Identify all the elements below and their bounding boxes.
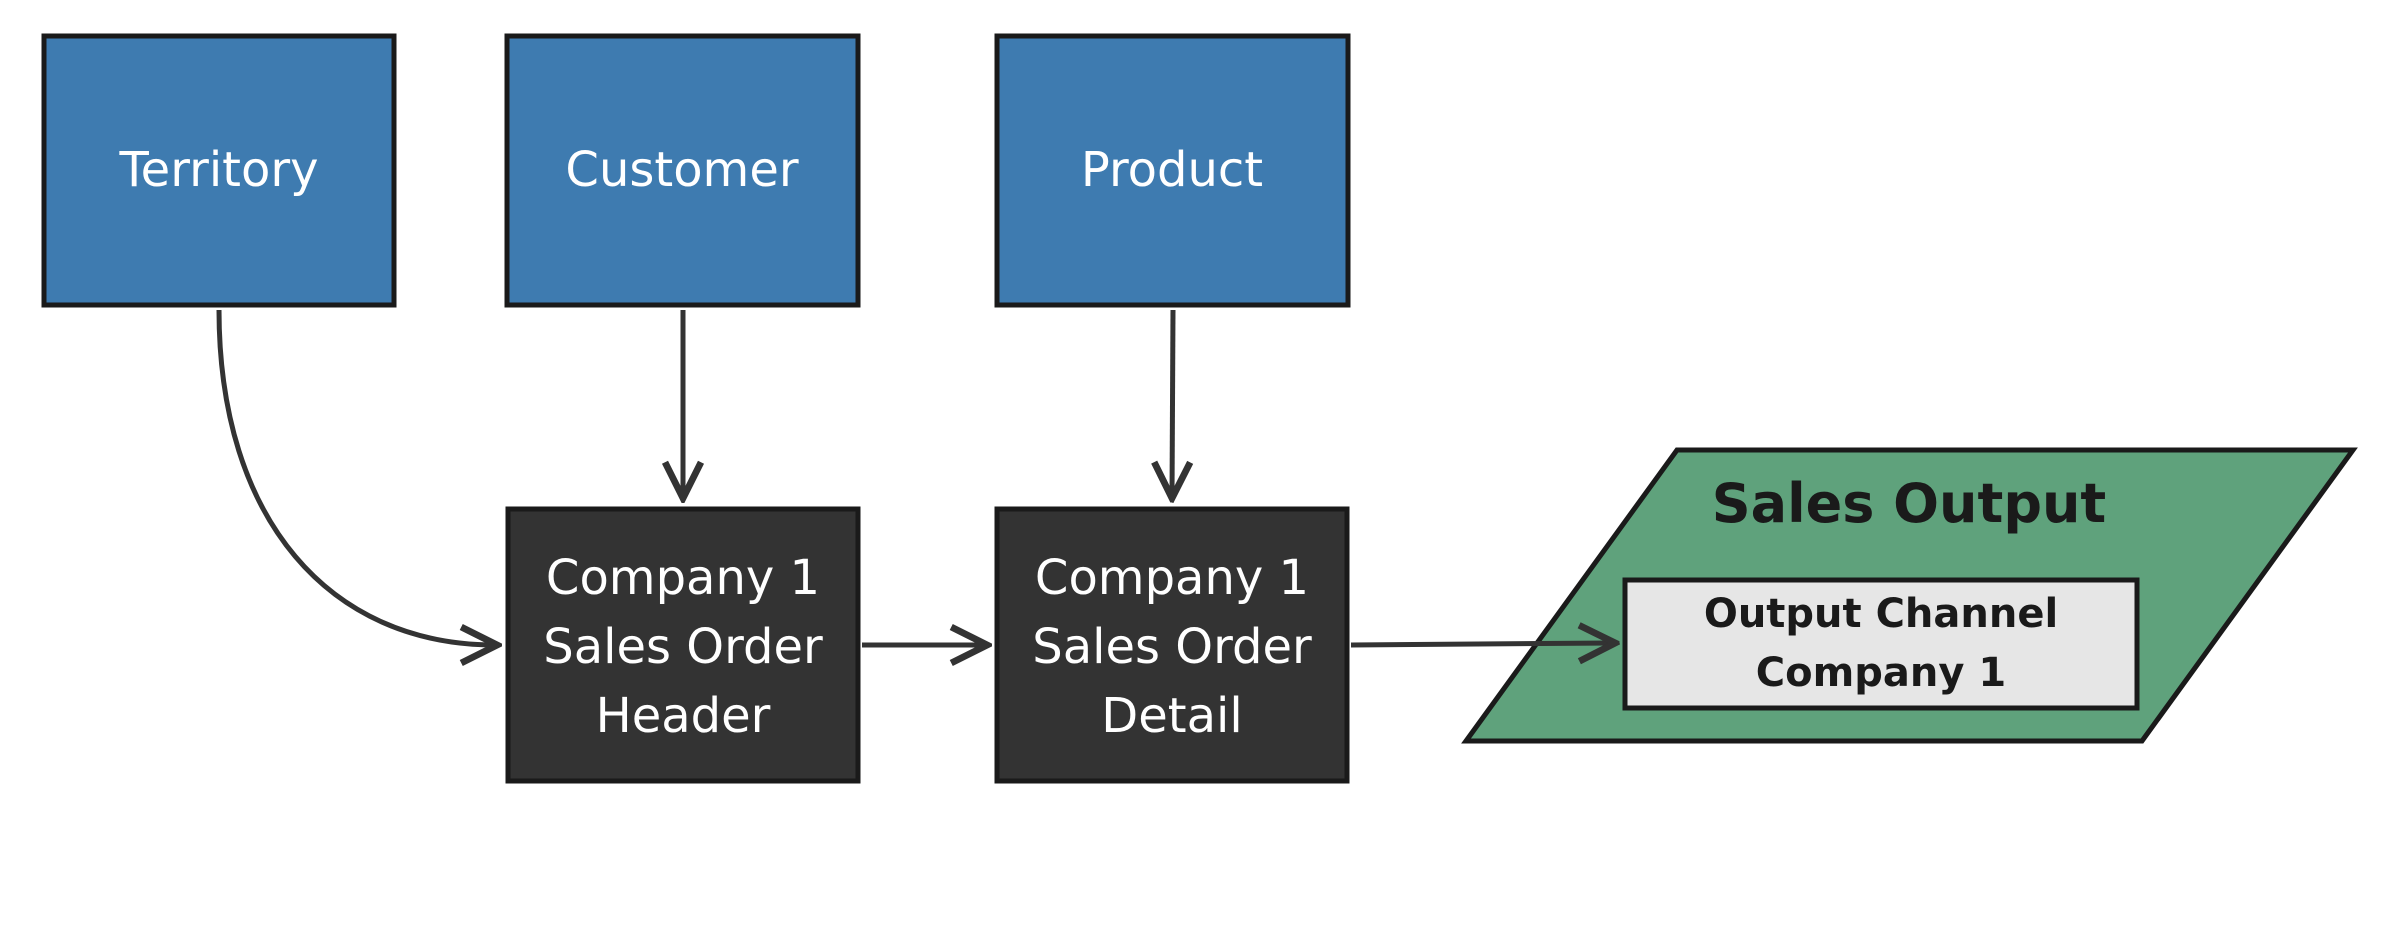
sales-output-title: Sales Output [1712,472,2106,535]
sales-order-header-node[interactable]: Company 1 Sales Order Header [505,506,861,784]
detail-label-line-3: Detail [1101,688,1242,744]
output-channel-line-2: Company 1 [1756,650,2006,696]
header-label-line-3: Header [596,688,771,744]
sales-output-node[interactable]: Sales Output Output Channel Company 1 [1461,447,2358,744]
output-channel-box[interactable]: Output Channel Company 1 [1622,577,2140,711]
edge-territory-to-header [216,309,495,645]
edge-detail-to-output-channel [1350,643,1613,645]
detail-label-line-2: Sales Order [1032,619,1312,675]
territory-label: Territory [119,142,319,198]
header-label-line-1: Company 1 [546,550,820,606]
product-label: Product [1081,142,1263,198]
customer-node[interactable]: Customer [504,33,861,308]
edge-product-to-detail [1172,309,1173,496]
detail-label-line-1: Company 1 [1035,550,1309,606]
header-label-line-2: Sales Order [543,619,823,675]
sales-order-detail-node[interactable]: Company 1 Sales Order Detail [994,506,1350,784]
customer-label: Customer [565,142,798,198]
product-node[interactable]: Product [994,33,1351,308]
output-channel-line-1: Output Channel [1704,591,2058,637]
territory-node[interactable]: Territory [41,33,397,308]
